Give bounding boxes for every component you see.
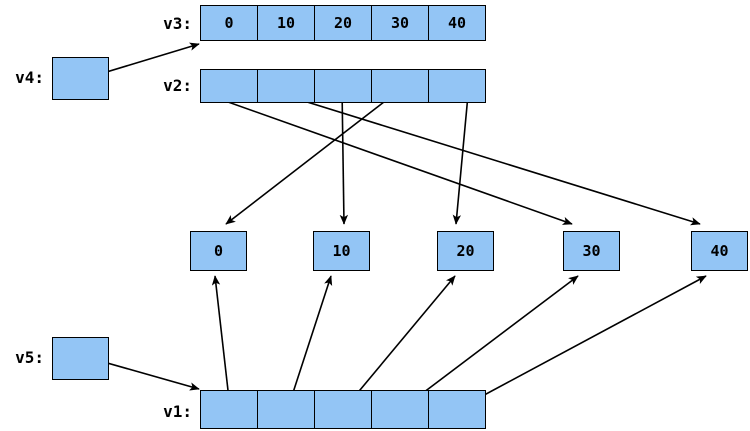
array-v1-cell-3[interactable] [372,391,429,428]
edge-v2-3-to-n0 [225,87,403,225]
array-v1-cell-4[interactable] [429,391,485,428]
edge-v2-4-to-n2 [452,94,469,225]
array-v1-cell-2[interactable] [315,391,372,428]
array-v3[interactable]: 0 10 20 30 40 [200,5,486,41]
edge-v2-1-to-n4 [274,91,701,226]
array-v2-cell-2[interactable] [315,70,372,102]
array-v1[interactable] [200,390,486,429]
array-v1-cell-1[interactable] [258,391,315,428]
edge-v1-0-to-n0 [211,275,231,409]
label-v5: v5: [15,348,44,367]
array-v3-cell-3[interactable]: 30 [372,6,429,40]
array-v2-cell-4[interactable] [429,70,485,102]
array-v2[interactable] [200,69,486,103]
pointer-box-v4[interactable] [52,57,109,100]
label-v3: v3: [163,14,192,33]
array-v2-cell-0[interactable] [201,70,258,102]
edge-v1-3-to-n3 [402,275,579,409]
node-box-1[interactable]: 10 [313,231,370,271]
pointer-box-v5[interactable] [52,337,109,380]
edge-v2-0-to-n3 [213,96,573,225]
edge-v1-4-to-n4 [459,275,707,409]
node-box-3[interactable]: 30 [563,231,620,271]
array-v2-cell-1[interactable] [258,70,315,102]
node-box-0[interactable]: 0 [190,231,247,271]
array-v3-cell-0[interactable]: 0 [201,6,258,40]
array-v3-cell-4[interactable]: 40 [429,6,485,40]
label-v1: v1: [163,402,192,421]
label-v4: v4: [15,68,44,87]
array-v2-cell-3[interactable] [372,70,429,102]
edge-v1-1-to-n1 [287,275,333,409]
array-v3-cell-2[interactable]: 20 [315,6,372,40]
edge-v2-2-to-n1 [339,87,349,225]
array-v1-cell-0[interactable] [201,391,258,428]
array-v3-cell-1[interactable]: 10 [258,6,315,40]
node-box-2[interactable]: 20 [437,231,494,271]
node-box-4[interactable]: 40 [691,231,748,271]
edge-v1-2-to-n2 [344,275,456,409]
label-v2: v2: [163,76,192,95]
